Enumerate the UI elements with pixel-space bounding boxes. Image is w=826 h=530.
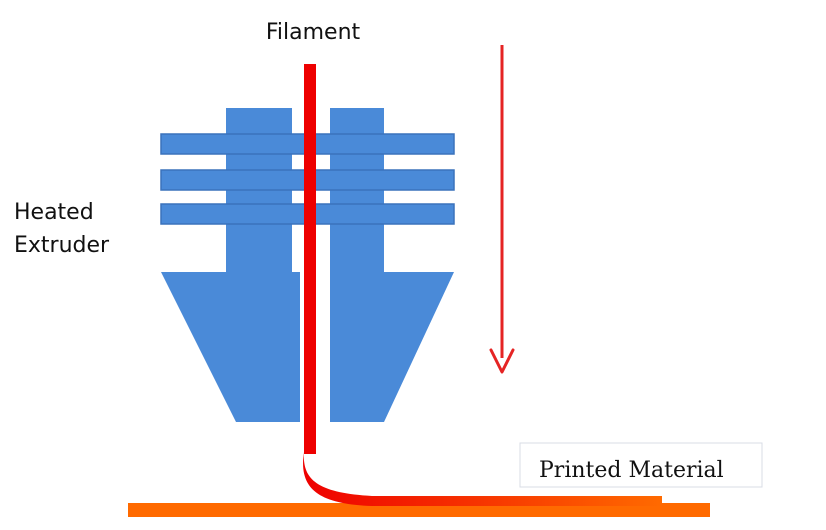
printed-material-layer — [128, 503, 710, 517]
extruder-right-arrow — [330, 108, 454, 422]
printed-material-label: Printed Material — [539, 458, 724, 483]
heated-extruder-label-line2: Extruder — [14, 233, 110, 258]
printed-material-label-box — [519, 442, 763, 488]
filament-label: Filament — [266, 20, 361, 45]
direction-arrow-icon — [489, 348, 515, 374]
extruder-left-arrow — [161, 108, 300, 422]
heated-extruder-label-line1: Heated — [14, 200, 94, 225]
filament-strand — [304, 64, 316, 454]
extruded-flow — [303, 452, 662, 506]
